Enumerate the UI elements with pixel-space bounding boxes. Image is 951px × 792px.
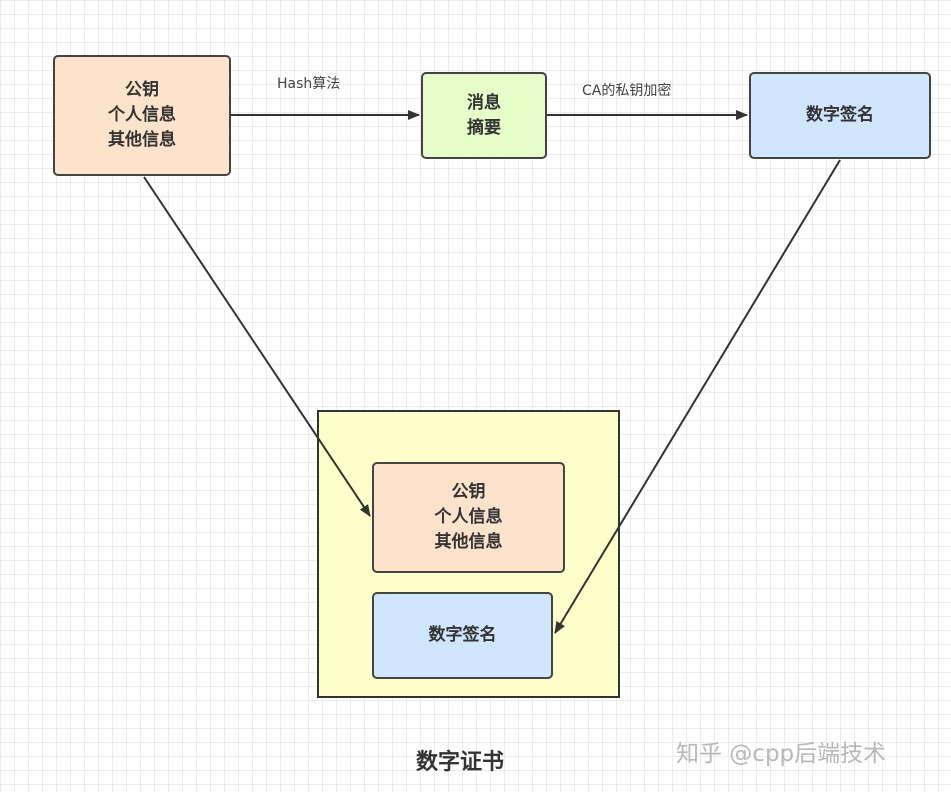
certificate-signature-box: 数字签名 (372, 592, 553, 679)
cert-line-public-key: 公钥 (451, 482, 486, 502)
cert-line-other-info: 其他信息 (434, 532, 503, 552)
certificate-info-box: 公钥 个人信息 其他信息 (372, 462, 565, 573)
source-line-other-info: 其他信息 (108, 130, 176, 150)
digest-line-1: 消息 (467, 92, 501, 113)
cert-signature-label: 数字签名 (428, 625, 497, 645)
digest-line-2: 摘要 (467, 117, 501, 138)
watermark: 知乎 @cpp后端技术 (676, 741, 887, 767)
source-line-personal-info: 个人信息 (108, 105, 176, 125)
digital-signature-box: 数字签名 (749, 72, 931, 159)
source-info-box: 公钥 个人信息 其他信息 (53, 55, 231, 176)
cert-line-personal-info: 个人信息 (434, 507, 503, 527)
edge-label-hash: Hash算法 (277, 76, 341, 92)
edge-label-encrypt: CA的私钥加密 (582, 83, 672, 99)
source-line-public-key: 公钥 (125, 80, 159, 100)
message-digest-box: 消息 摘要 (421, 72, 547, 159)
certificate-title: 数字证书 (415, 750, 504, 775)
signature-label: 数字签名 (806, 105, 874, 125)
arrow-info-to-certificate (143, 176, 371, 517)
arrow-signature-to-certificate (554, 159, 841, 634)
